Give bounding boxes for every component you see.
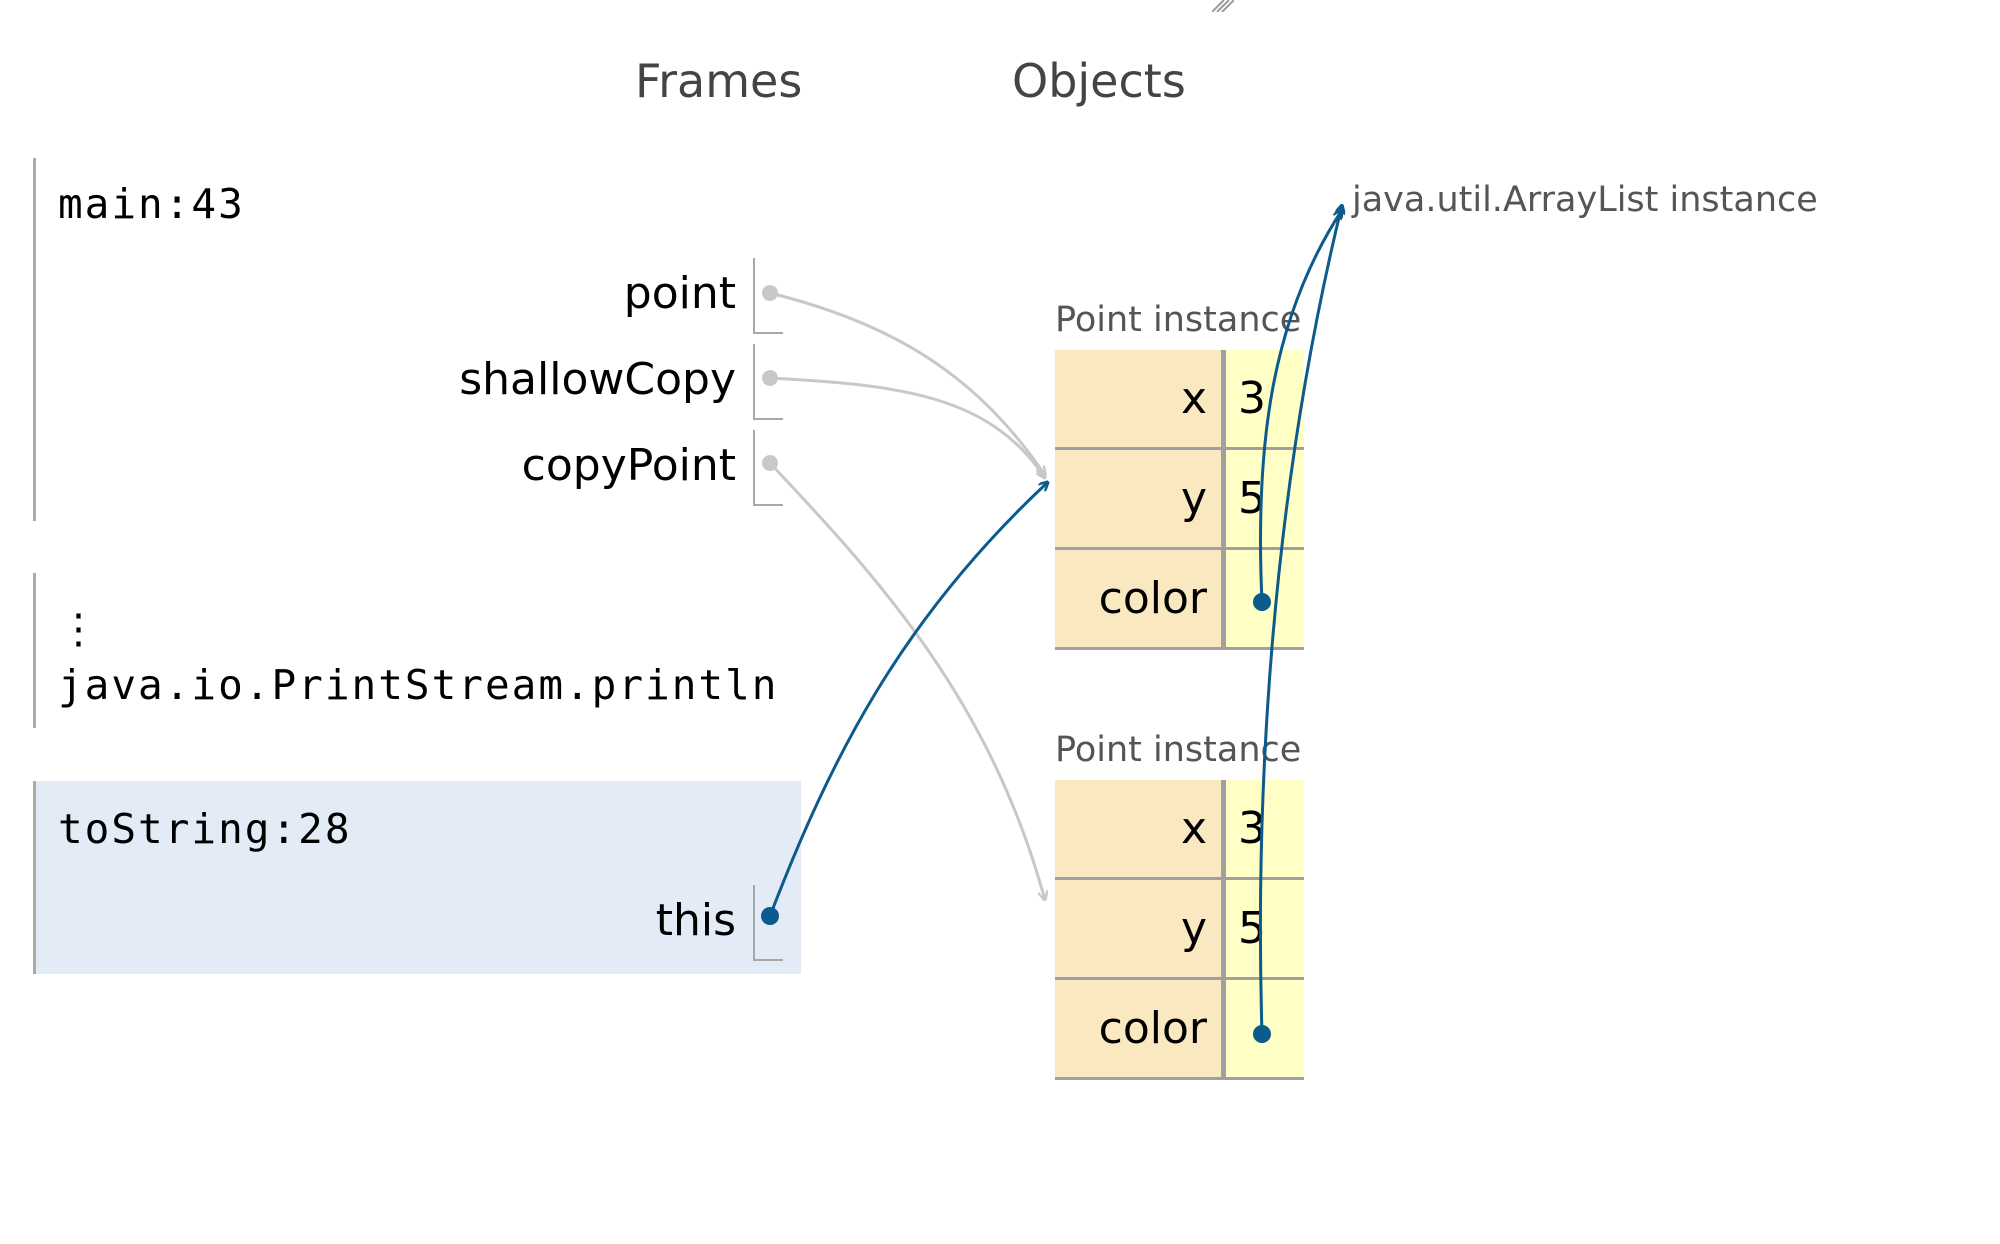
frame-title: toString:28 xyxy=(58,805,352,853)
objects-header: Objects xyxy=(1012,54,1186,108)
field-value[interactable] xyxy=(1224,980,1304,1080)
field-key: x xyxy=(1055,780,1224,880)
frame-main: main:43 point shallowCopy copyPoint xyxy=(33,158,806,521)
frame-tostring: toString:28 this xyxy=(33,781,801,974)
arrow-this xyxy=(768,482,1048,917)
var-name-this: this xyxy=(655,895,736,946)
field-key: y xyxy=(1055,880,1224,980)
field-value[interactable] xyxy=(1224,550,1304,650)
arrow-point xyxy=(769,291,1045,475)
field-value: 5 xyxy=(1224,880,1304,980)
field-key: y xyxy=(1055,450,1224,550)
field-row: color xyxy=(1055,980,1304,1080)
field-row: x 3 xyxy=(1055,350,1304,450)
var-name-point: point xyxy=(623,268,736,319)
field-value: 3 xyxy=(1224,780,1304,880)
point-instance-label: Point instance xyxy=(1055,300,1302,340)
arraylist-label: java.util.ArrayList instance xyxy=(1352,180,1818,220)
var-name-copypoint: copyPoint xyxy=(521,440,736,491)
pointer-slot-shallowcopy[interactable] xyxy=(753,344,783,420)
field-row: y 5 xyxy=(1055,880,1304,980)
field-value: 3 xyxy=(1224,350,1304,450)
scroll-handle-icon xyxy=(1212,0,1234,12)
point-instance-1: x 3 y 5 color xyxy=(1055,350,1304,650)
arrow-shallowcopy xyxy=(769,376,1045,478)
field-key: x xyxy=(1055,350,1224,450)
pointer-slot-copypoint[interactable] xyxy=(753,430,783,506)
frame-title: main:43 xyxy=(58,180,245,228)
pointer-slot-point[interactable] xyxy=(753,258,783,334)
frame-title: ⋮ java.io.PrintStream.println xyxy=(58,605,779,709)
point-instance-2: x 3 y 5 color xyxy=(1055,780,1304,1080)
field-value: 5 xyxy=(1224,450,1304,550)
field-row: color xyxy=(1055,550,1304,650)
arrow-copypoint xyxy=(768,461,1045,900)
field-key: color xyxy=(1055,550,1224,650)
frames-header: Frames xyxy=(635,54,803,108)
field-row: y 5 xyxy=(1055,450,1304,550)
field-row: x 3 xyxy=(1055,780,1304,880)
var-name-shallowcopy: shallowCopy xyxy=(459,354,736,405)
field-key: color xyxy=(1055,980,1224,1080)
pointer-slot-this[interactable] xyxy=(753,885,783,961)
point-instance-label: Point instance xyxy=(1055,730,1302,770)
frame-println: ⋮ java.io.PrintStream.println xyxy=(33,573,806,728)
